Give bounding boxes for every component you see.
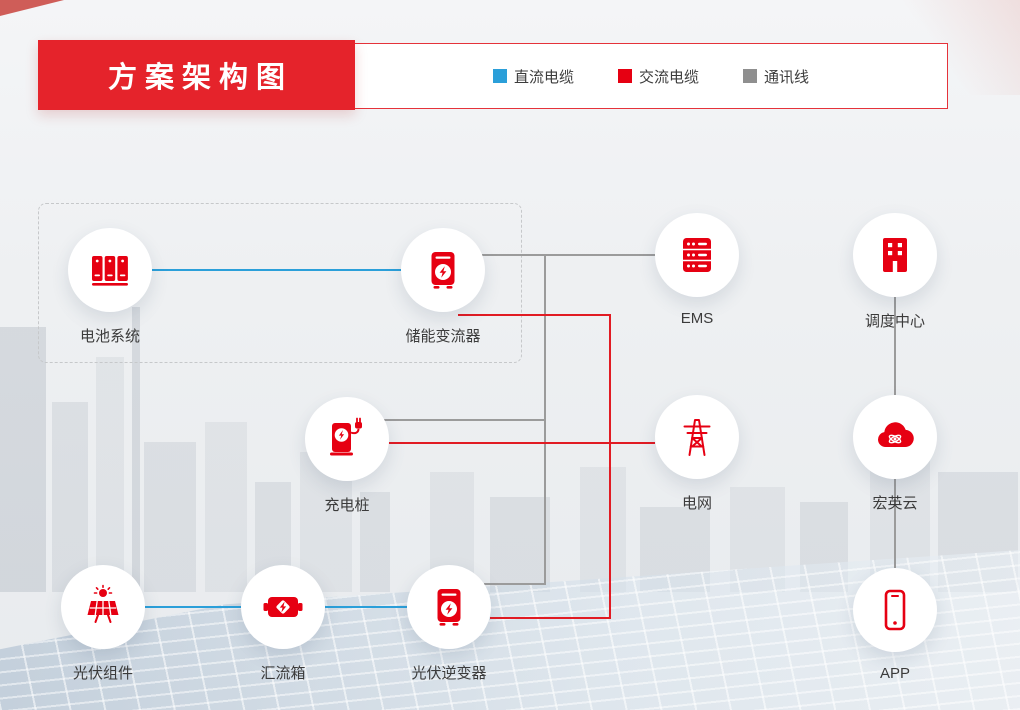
node-label: 电池系统	[79, 328, 140, 345]
node-dispatch-center: 调度中心	[830, 213, 960, 331]
node-battery-system: 电池系统	[45, 228, 175, 346]
node-circle	[241, 565, 325, 649]
node-circle	[655, 213, 739, 297]
inverter-icon	[437, 589, 461, 626]
building-icon	[883, 238, 907, 272]
node-label: 调度中心	[864, 313, 925, 330]
node-circle	[407, 565, 491, 649]
node-label: 汇流箱	[260, 665, 306, 682]
node-hongying-cloud: 宏英云	[830, 395, 960, 513]
dc-cable-swatch-icon	[492, 69, 507, 83]
node-ems: EMS	[632, 213, 762, 327]
server-rack-icon	[683, 238, 711, 272]
edge-comm-dispatch-to-cloud	[894, 297, 896, 395]
battery-cabinet-icon	[92, 256, 128, 286]
edge-ac-charger-to-grid	[389, 442, 655, 444]
page-title: 方案架构图	[107, 62, 293, 94]
node-circle	[853, 568, 937, 652]
legend-label-comm: 通讯线	[764, 68, 810, 86]
ac-cable-swatch-icon	[617, 69, 632, 83]
page-title-banner: 方案架构图	[38, 40, 355, 110]
storage-converter-icon	[431, 252, 455, 289]
node-label: 宏英云	[872, 495, 918, 512]
node-pv-modules: 光伏组件	[38, 565, 168, 683]
legend-label-dc: 直流电缆	[513, 68, 574, 86]
edge-comm-cloud-to-app	[894, 479, 896, 568]
edge-ac-converter-branch	[458, 314, 611, 316]
node-circle	[68, 228, 152, 312]
node-label: 电网	[681, 495, 712, 512]
legend-item-ac: 交流电缆	[617, 66, 699, 87]
smartphone-icon	[884, 589, 906, 631]
node-label: 光伏组件	[72, 665, 133, 682]
comm-line-swatch-icon	[743, 69, 757, 83]
node-circle	[305, 397, 389, 481]
legend-item-dc: 直流电缆	[492, 66, 574, 87]
node-pv-inverter: 光伏逆变器	[384, 565, 514, 683]
node-circle	[61, 565, 145, 649]
transmission-tower-icon	[683, 419, 711, 456]
node-label: 储能变流器	[405, 328, 481, 345]
node-label: APP	[879, 665, 910, 682]
node-label: 充电桩	[324, 497, 370, 514]
legend-bar: 直流电缆 交流电缆 通讯线	[355, 43, 948, 109]
legend-item-comm: 通讯线	[743, 66, 809, 87]
node-power-grid: 电网	[632, 395, 762, 513]
node-circle	[853, 213, 937, 297]
combiner-box-icon	[263, 597, 303, 617]
edge-comm-charger-branch	[384, 419, 546, 421]
solar-panel-icon	[87, 584, 119, 623]
node-storage-converter: 储能变流器	[378, 228, 508, 346]
ev-charger-icon	[330, 417, 362, 456]
storage-group-outline	[38, 203, 522, 363]
cloud-icon	[878, 422, 914, 448]
node-combiner-box: 汇流箱	[218, 565, 348, 683]
background-corner-accent-left	[0, 0, 64, 16]
node-circle	[853, 395, 937, 479]
node-label: 光伏逆变器	[411, 665, 487, 682]
edge-dc-battery-to-converter	[152, 269, 401, 271]
node-circle	[401, 228, 485, 312]
node-charging-pile: 充电桩	[282, 397, 412, 515]
node-circle	[655, 395, 739, 479]
node-app: APP	[830, 568, 960, 682]
edge-comm-converter-to-ems	[482, 254, 655, 256]
legend-label-ac: 交流电缆	[638, 68, 699, 86]
edge-ac-vertical-bus	[609, 314, 611, 619]
node-label: EMS	[680, 310, 714, 327]
